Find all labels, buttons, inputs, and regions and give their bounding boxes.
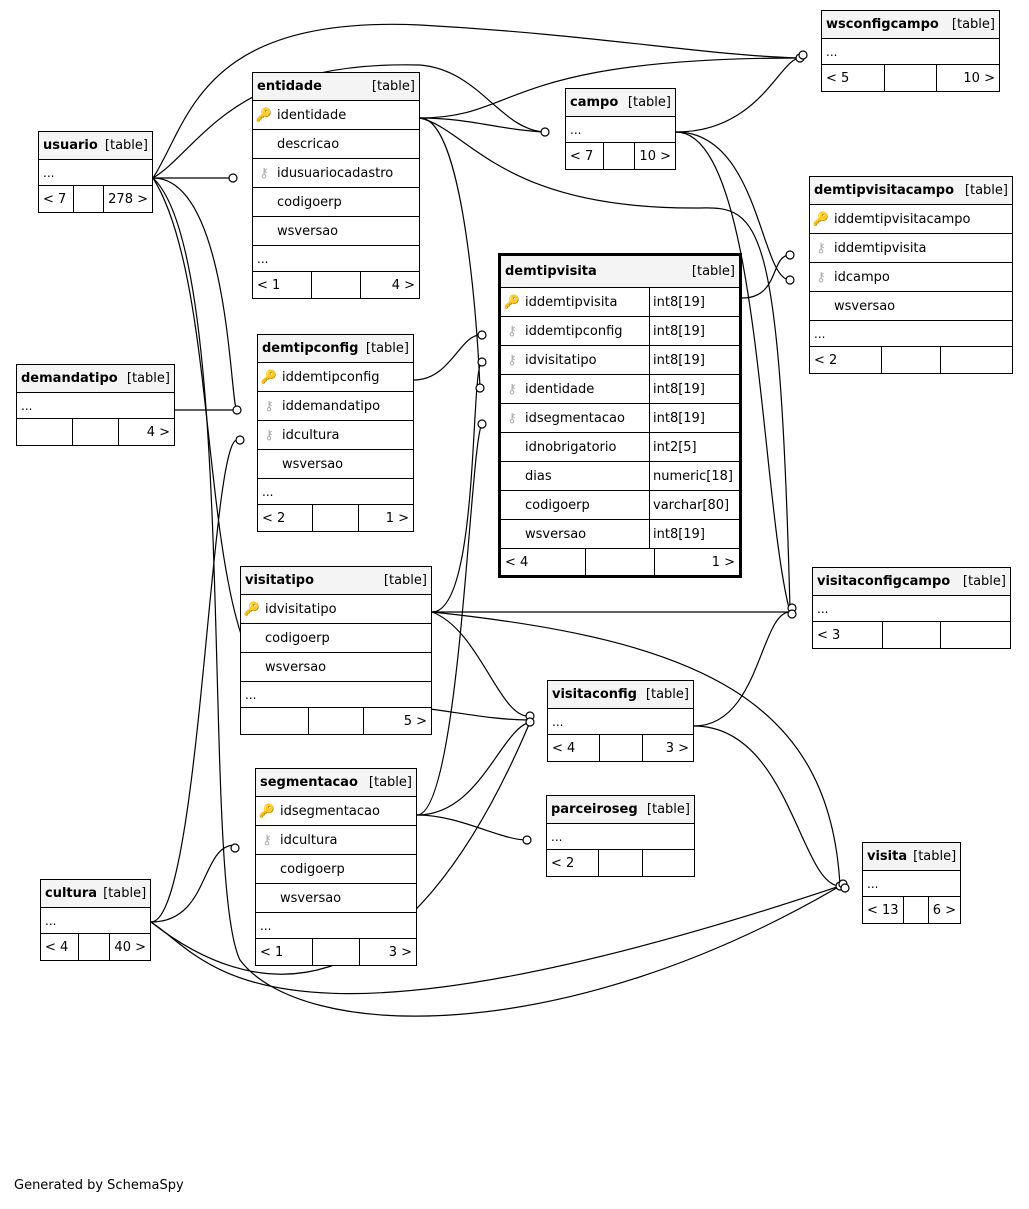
foreign-key-icon: ⚷ xyxy=(816,240,826,256)
optional-marker xyxy=(840,883,850,893)
optional-marker xyxy=(230,843,240,853)
optional-marker xyxy=(540,127,550,137)
column-row: codigoerp xyxy=(253,188,419,217)
table-parceiroseg[interactable]: parceiroseg[table] ... < 2 xyxy=(546,795,695,877)
optional-marker xyxy=(787,609,797,619)
relationship-line xyxy=(150,439,238,923)
optional-marker xyxy=(525,717,535,727)
primary-key-icon: 🔑 xyxy=(260,369,278,385)
relationship-line xyxy=(152,177,238,411)
relationship-line xyxy=(150,885,841,995)
relationship-line xyxy=(416,423,483,816)
relationship-line xyxy=(152,177,841,1017)
relationship-line xyxy=(675,131,791,613)
relationship-line xyxy=(419,117,791,611)
table-demtipvisitacampo[interactable]: demtipvisitacampo[table] 🔑iddemtipvisita… xyxy=(809,176,1013,374)
table-demandatipo[interactable]: demandatipo[table] ... 4 > xyxy=(16,364,175,446)
optional-marker xyxy=(785,275,795,285)
relationship-line xyxy=(675,57,801,133)
primary-key-icon: 🔑 xyxy=(503,294,521,310)
primary-key-icon: 🔑 xyxy=(812,211,830,227)
relationship-line xyxy=(419,57,801,119)
relationship-line xyxy=(431,611,531,717)
relationship-line xyxy=(152,64,546,179)
optional-marker xyxy=(798,50,808,60)
relationship-line xyxy=(150,844,236,923)
table-visitatipo[interactable]: visitatipo[table] 🔑idvisitatipo codigoer… xyxy=(240,566,432,735)
table-visitaconfigcampo[interactable]: visitaconfigcampo[table] ... < 3 xyxy=(812,567,1011,649)
table-segmentacao[interactable]: segmentacao[table] 🔑idsegmentacao ⚷idcul… xyxy=(255,768,417,966)
column-row: descricao xyxy=(253,130,419,159)
column-row: 🔑identidade xyxy=(253,101,419,130)
optional-marker xyxy=(785,250,795,260)
optional-marker xyxy=(477,357,487,367)
foreign-key-icon: ⚷ xyxy=(507,381,517,397)
optional-marker xyxy=(228,173,238,183)
table-demtipconfig[interactable]: demtipconfig[table] 🔑iddemtipconfig ⚷idd… xyxy=(257,334,414,532)
generated-by-credit: Generated by SchemaSpy xyxy=(14,1178,184,1193)
relationship-line xyxy=(419,117,546,133)
relationship-line xyxy=(152,23,801,179)
optional-marker xyxy=(522,835,532,845)
optional-marker xyxy=(477,419,487,429)
foreign-key-icon: ⚷ xyxy=(264,427,274,443)
primary-key-icon: 🔑 xyxy=(258,803,276,819)
optional-marker xyxy=(232,405,242,415)
relationship-line xyxy=(413,334,481,381)
relationship-line xyxy=(693,725,841,887)
relationship-line xyxy=(675,131,791,281)
relationship-line xyxy=(693,611,791,727)
relationship-line xyxy=(431,361,483,613)
primary-key-icon: 🔑 xyxy=(255,107,273,123)
foreign-key-icon: ⚷ xyxy=(816,269,826,285)
column-row: ⚷idusuariocadastro xyxy=(253,159,419,188)
primary-key-icon: 🔑 xyxy=(243,601,261,617)
foreign-key-icon: ⚷ xyxy=(507,323,517,339)
relationship-line xyxy=(150,721,531,975)
relationship-line xyxy=(416,721,531,816)
more-row: ... xyxy=(39,160,152,186)
relationship-line xyxy=(419,117,481,389)
relationship-line xyxy=(431,611,841,887)
relationship-line xyxy=(741,254,791,299)
foreign-key-icon: ⚷ xyxy=(507,352,517,368)
foreign-key-icon: ⚷ xyxy=(262,832,272,848)
table-entidade[interactable]: entidade[table] 🔑identidade descricao ⚷i… xyxy=(252,72,420,299)
relationship-line xyxy=(416,814,528,841)
optional-marker xyxy=(475,383,485,393)
table-name: usuario xyxy=(43,138,98,153)
foreign-key-icon: ⚷ xyxy=(259,165,269,181)
optional-marker xyxy=(477,330,487,340)
column-row: wsversao xyxy=(253,217,419,246)
foreign-key-icon: ⚷ xyxy=(507,410,517,426)
optional-marker xyxy=(235,435,245,445)
foreign-key-icon: ⚷ xyxy=(264,398,274,414)
